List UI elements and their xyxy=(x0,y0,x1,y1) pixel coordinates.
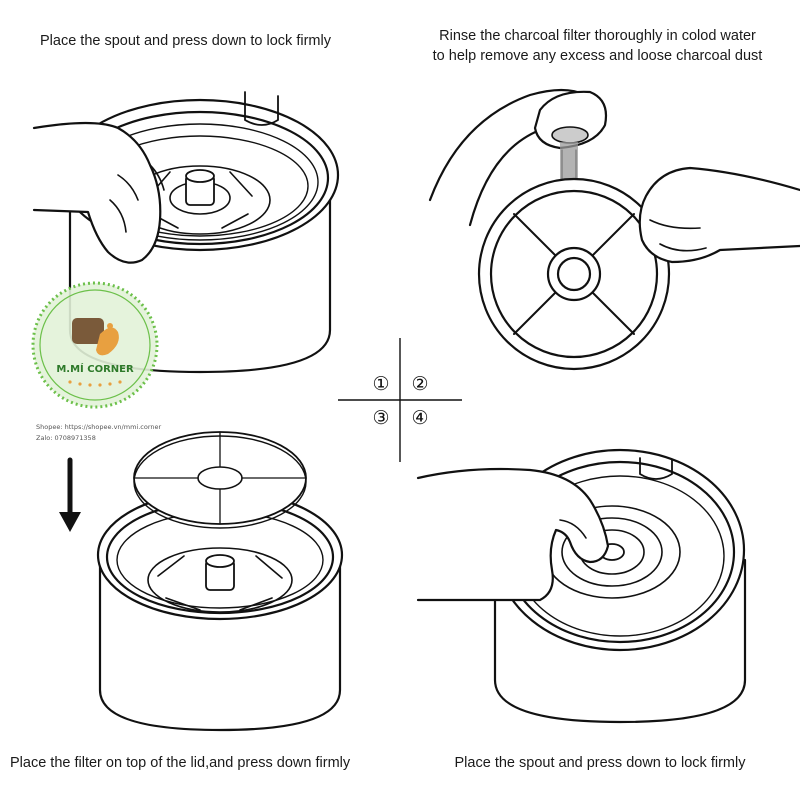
step-2-caption: Rinse the charcoal filter thoroughly in … xyxy=(432,28,763,64)
watermark-logo: M.MÍ CORNER xyxy=(31,281,159,409)
step-number-grid: ① ② ③ ④ xyxy=(338,338,462,462)
step-number-4: ④ xyxy=(411,407,428,429)
step-number-3: ③ xyxy=(372,407,389,429)
watermark-brand: M.MÍ CORNER xyxy=(56,362,134,375)
step-1-caption: Place the spout and press down to lock f… xyxy=(40,33,331,49)
watermark-dots xyxy=(68,380,122,387)
step-3-illustration xyxy=(59,431,344,732)
step-2-illustration xyxy=(428,88,800,371)
down-arrow-icon xyxy=(59,457,81,532)
step-4-illustration xyxy=(416,448,747,724)
cat-paw-logo-icon xyxy=(72,318,119,356)
watermark-shop-link: Shopee: https://shopee.vn/mmi.corner xyxy=(36,423,162,431)
step-number-2: ② xyxy=(411,373,428,395)
step-4-caption: Place the spout and press down to lock f… xyxy=(454,755,746,771)
step-number-1: ① xyxy=(372,373,389,395)
step-3-caption: Place the filter on top of the lid,and p… xyxy=(10,755,351,771)
watermark-zalo: Zalo: 0708971358 xyxy=(36,434,96,442)
